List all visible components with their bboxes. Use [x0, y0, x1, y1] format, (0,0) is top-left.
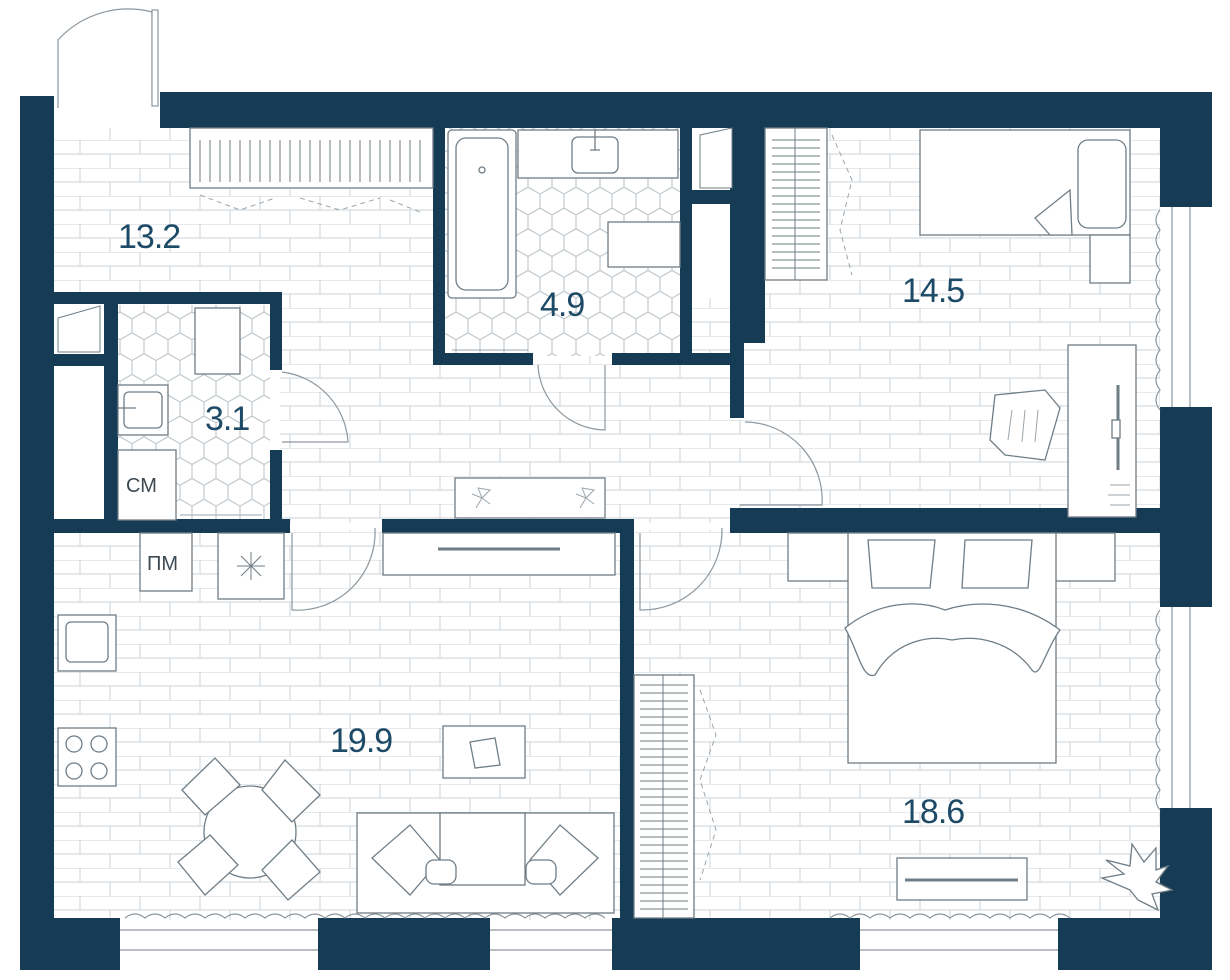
wall-right-top — [1160, 92, 1212, 207]
wall-bedroom-left-low — [730, 343, 744, 418]
dining-table-icon — [177, 757, 321, 901]
tv-icon — [1067, 344, 1137, 518]
wardrobe-icon — [189, 127, 434, 213]
walls — [20, 92, 1212, 970]
bed-icon — [919, 129, 1131, 284]
windows — [120, 207, 1191, 951]
wall-bath-right — [680, 128, 692, 365]
sink-icon — [117, 384, 169, 436]
area-label-bedroom-small: 14.5 — [902, 272, 964, 310]
bed-icon — [787, 532, 1116, 764]
wall-toilet-right-a — [270, 292, 282, 370]
stove-icon — [57, 727, 117, 787]
wall-living-bedroom — [620, 519, 634, 919]
area-label-living: 19.9 — [330, 722, 392, 760]
wall-bottom-left — [20, 918, 120, 970]
wall-bath-left — [433, 128, 445, 365]
wall-bedroom-top — [730, 519, 1160, 533]
sink-icon — [517, 129, 679, 179]
wall-niche — [52, 354, 104, 366]
wall-bath-bottom-b — [612, 353, 742, 365]
tv-icon — [896, 857, 1028, 901]
wall-living-top-a — [52, 519, 290, 533]
wall-bedroom-left — [730, 128, 765, 343]
bathtub-icon — [447, 129, 517, 299]
armchair-icon — [989, 389, 1061, 461]
wall-left — [20, 96, 54, 970]
washing-machine-box — [117, 449, 177, 521]
wall-right-middle — [1160, 407, 1212, 607]
wardrobe-icon — [764, 127, 853, 281]
area-label-bathroom: 4.9 — [540, 286, 584, 324]
wall-shaft — [692, 190, 732, 204]
wall-bottom-right — [1058, 918, 1212, 970]
wall-bath-bottom-a — [433, 353, 533, 365]
washing-machine-label: СМ — [126, 475, 157, 497]
tv-icon — [382, 532, 616, 576]
plant-icon — [1099, 842, 1174, 912]
wall-living-top-b — [382, 519, 634, 533]
coffee-table-icon — [442, 725, 526, 779]
toilet-icon — [194, 307, 241, 375]
wall-bedroom-small-bottom — [730, 508, 1160, 522]
area-label-hallway: 13.2 — [118, 218, 180, 256]
wall-bottom-center — [612, 918, 860, 970]
wall-toilet-right-b — [270, 450, 282, 525]
door-swing-icon — [57, 8, 823, 611]
dishwasher-label: ПМ — [147, 553, 178, 575]
wall-bottom-mid — [318, 918, 490, 970]
area-label-bedroom-master: 18.6 — [902, 793, 964, 831]
wall-toilet-left — [104, 300, 118, 525]
dishwasher-box — [139, 532, 193, 592]
sofa-icon — [356, 812, 615, 914]
toilet-icon — [607, 221, 681, 268]
area-label-toilet: 3.1 — [205, 400, 249, 438]
sink-icon — [57, 614, 117, 672]
wall-top — [160, 92, 1212, 128]
wall-toilet-top — [52, 292, 282, 304]
plant-icon — [454, 477, 606, 519]
wardrobe-icon — [633, 674, 717, 919]
